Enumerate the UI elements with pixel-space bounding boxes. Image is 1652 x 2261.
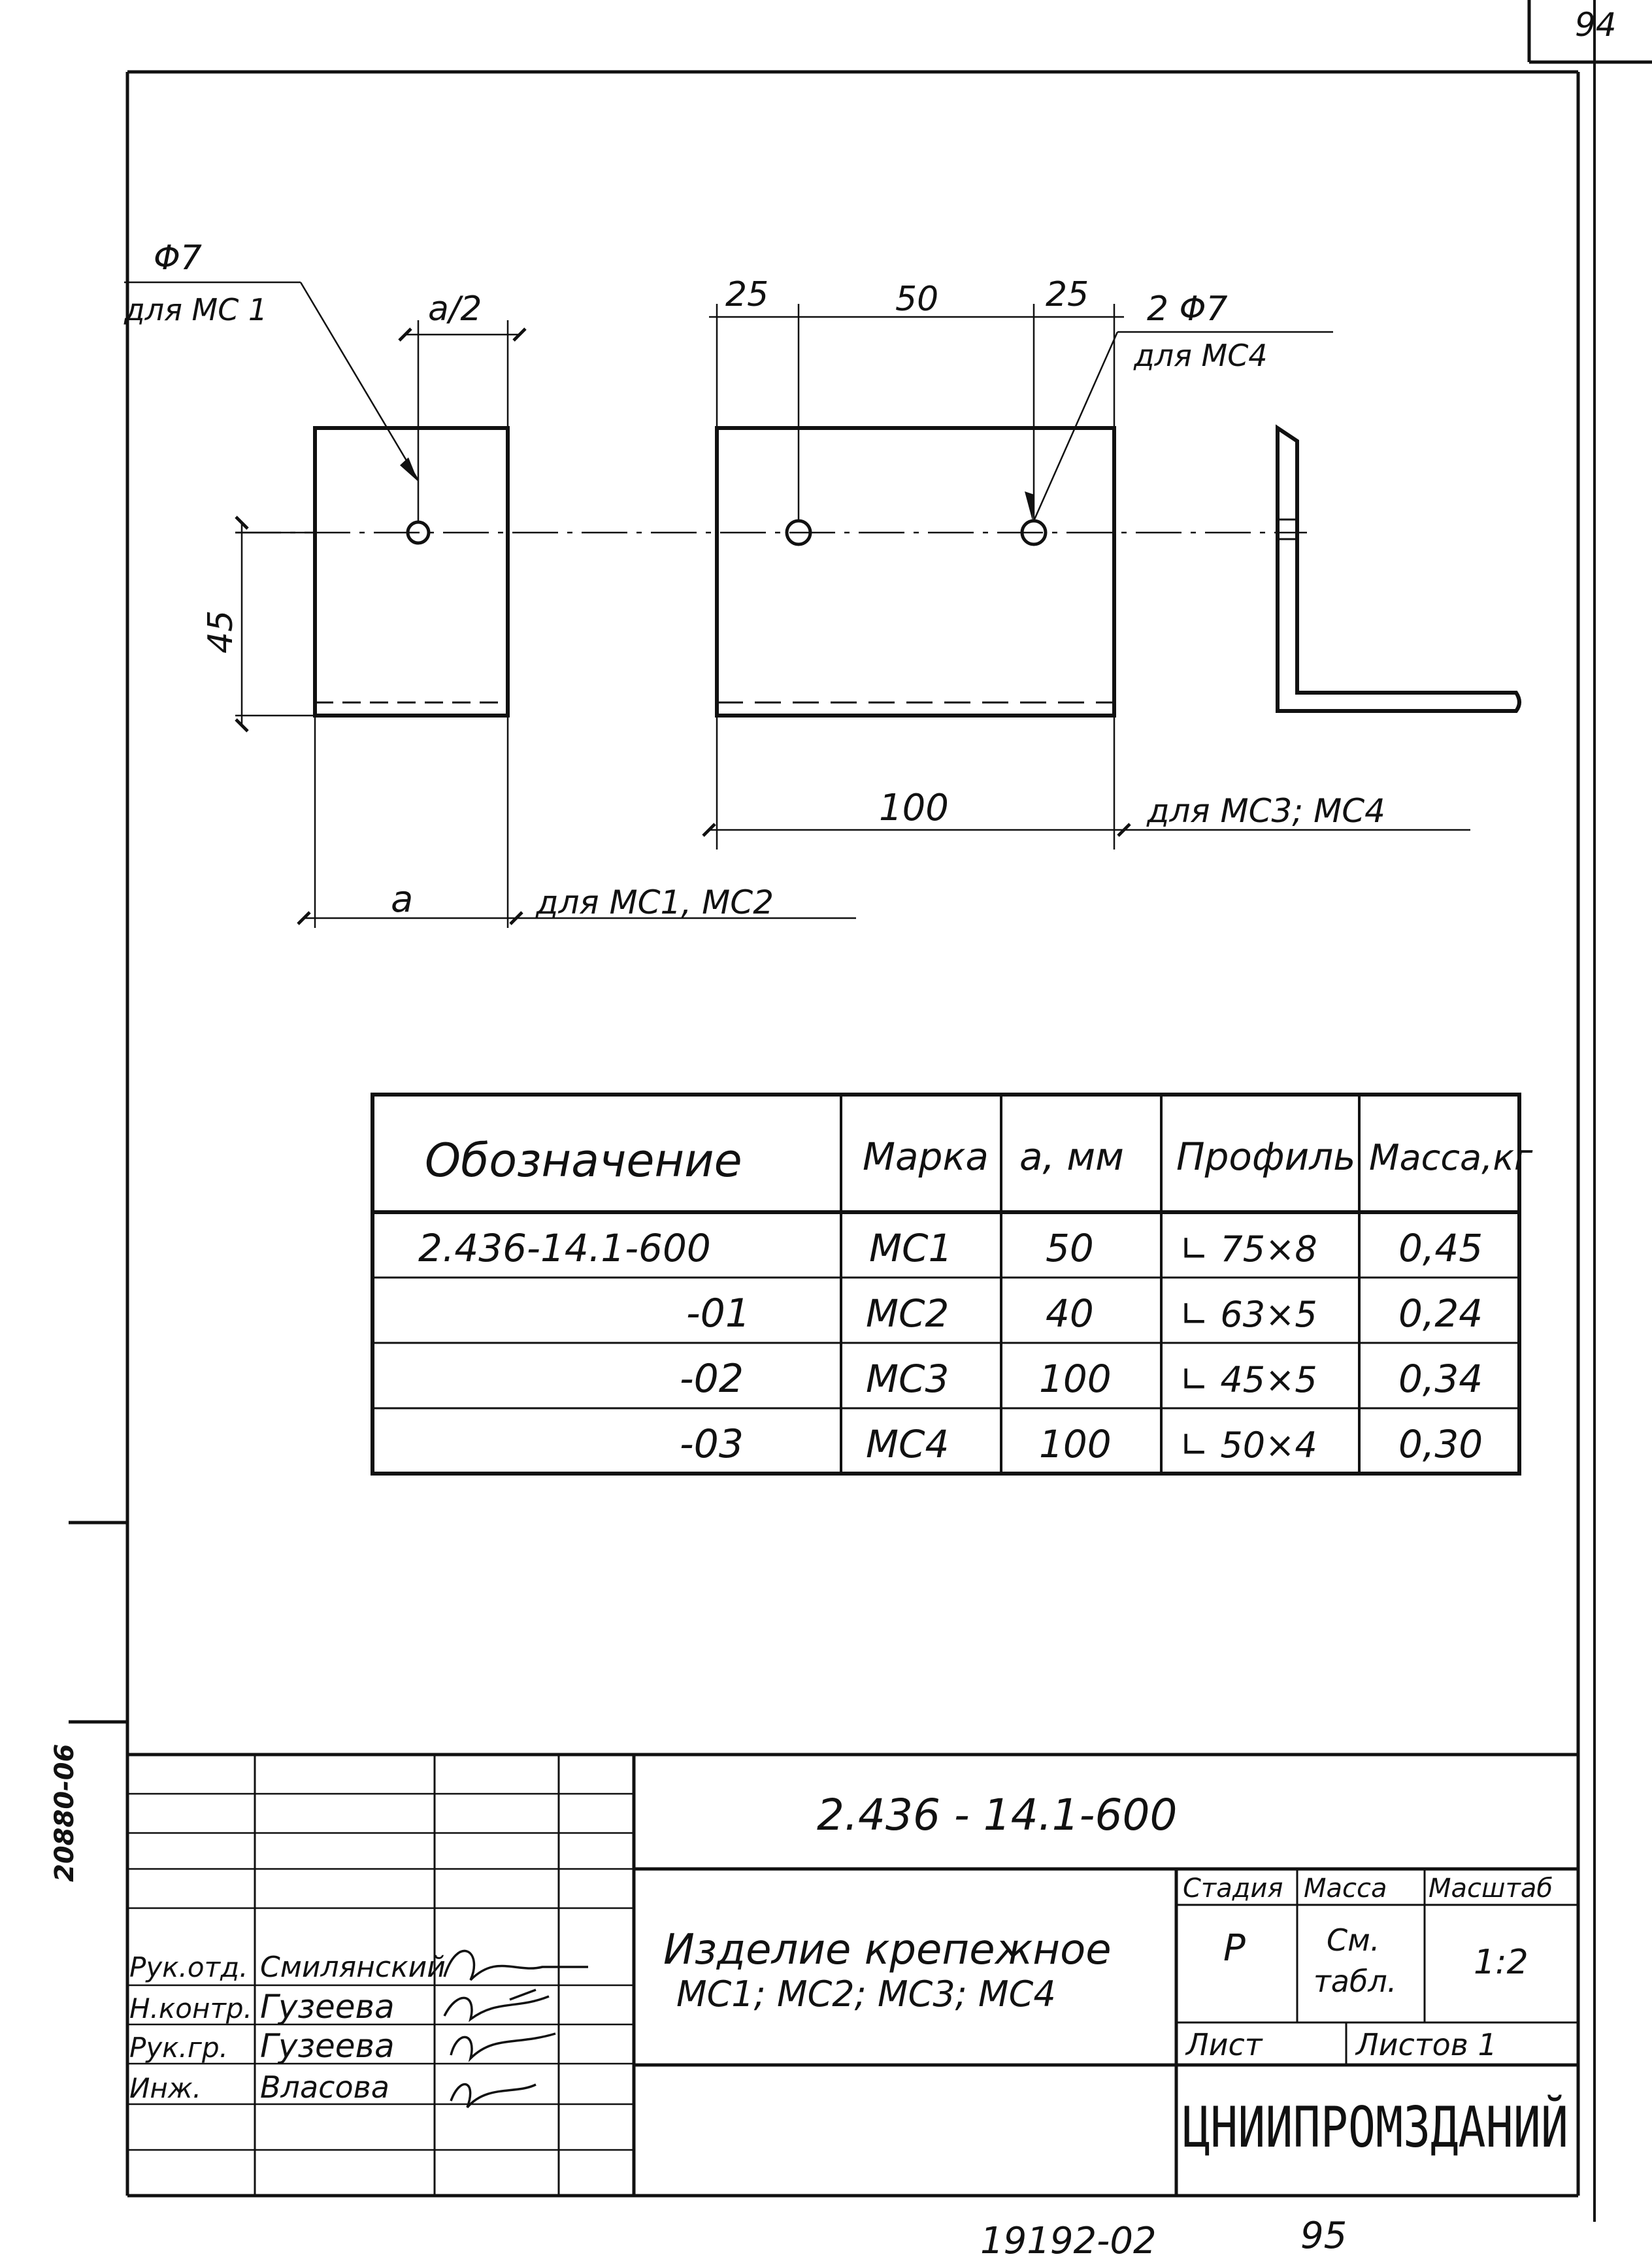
sheet-label: Лист	[1185, 2027, 1263, 2062]
mass-label: Масса	[1304, 1873, 1387, 1904]
staff-name-1: Смилянский	[260, 1951, 446, 1984]
header-mass: Масса,кг	[1369, 1137, 1533, 1178]
row2-designation: -01	[686, 1291, 750, 1336]
right-length-dim: 100	[879, 787, 949, 829]
left-width-dim: a	[391, 878, 413, 921]
row3-mark: МС3	[866, 1357, 949, 1401]
right-dim-mid: 50	[895, 280, 938, 319]
right-holes-note: для МС4	[1133, 338, 1268, 373]
row1-profile: ∟ 75×8	[1180, 1229, 1317, 1270]
left-hole-diameter: Φ7	[154, 239, 202, 278]
right-holes-diameter: 2 Φ7	[1147, 289, 1228, 329]
table-row: 2.436-14.1-600 МС1 50 ∟ 75×8 0,45	[418, 1226, 1483, 1270]
row1-mark: МС1	[869, 1226, 952, 1270]
row2-a: 40	[1046, 1291, 1094, 1336]
title-line2: МС1; МС2; МС3; МС4	[676, 1973, 1056, 2015]
table-row: -02 МС3 100 ∟ 45×5 0,34	[680, 1356, 1483, 1402]
row3-a: 100	[1039, 1357, 1112, 1401]
staff-role-2: Н.контр.	[129, 1992, 252, 2024]
right-dim-left: 25	[725, 275, 768, 314]
staff-list: Рук.отд. Смилянский Н.контр. Гузеева Рук…	[129, 1951, 446, 2105]
table-header: Обозначение Марка a, мм Профиль Масса,кг	[425, 1134, 1533, 1187]
stage-label: Стадия	[1183, 1873, 1283, 1904]
title-block-grid	[127, 1753, 1578, 2196]
staff-name-4: Власова	[260, 2070, 389, 2105]
left-applies-to: для МС1, МС2	[535, 883, 774, 921]
staff-name-3: Гузеева	[260, 2027, 395, 2065]
album-number: 19192-02	[980, 2220, 1157, 2261]
row3-profile: ∟ 45×5	[1180, 1359, 1317, 1400]
header-a: a, мм	[1019, 1134, 1124, 1179]
table-row: -01 МС2 40 ∟ 63×5 0,24	[686, 1291, 1483, 1336]
title-line1: Изделие крепежное	[663, 1926, 1112, 1974]
scale-label: Масштаб	[1429, 1873, 1553, 1904]
row3-designation: -02	[680, 1356, 744, 1402]
row1-mass: 0,45	[1398, 1226, 1483, 1270]
row1-designation: 2.436-14.1-600	[418, 1226, 711, 1270]
header-profile: Профиль	[1176, 1134, 1355, 1179]
scale-value: 1:2	[1474, 1943, 1528, 1982]
sheet-frame	[125, 0, 1596, 2222]
row2-mass: 0,24	[1398, 1291, 1483, 1336]
staff-name-2: Гузеева	[260, 1988, 395, 2026]
row4-mark: МС4	[866, 1422, 949, 1466]
row4-designation: -03	[680, 1421, 744, 1467]
header-designation: Обозначение	[425, 1134, 742, 1187]
sheets-label: Листов 1	[1355, 2027, 1497, 2062]
left-part-view	[124, 281, 856, 928]
mass-value-line1: См.	[1327, 1923, 1379, 1958]
row1-a: 50	[1046, 1226, 1094, 1270]
organization-name: ЦНИИПРОМЗДАНИЙ	[1183, 2094, 1568, 2160]
left-hole-note: для МС 1	[124, 292, 267, 327]
header-mark: Марка	[863, 1134, 989, 1179]
row3-mass: 0,34	[1398, 1357, 1483, 1401]
document-code: 2.436 - 14.1-600	[817, 1790, 1177, 1840]
properties-table	[371, 1093, 1521, 1476]
right-part-view	[702, 304, 1470, 850]
row4-profile: ∟ 50×4	[1180, 1425, 1317, 1466]
left-half-width-dim: a/2	[428, 289, 482, 329]
right-dim-right: 25	[1046, 275, 1089, 314]
staff-role-1: Рук.отд.	[129, 1951, 248, 1983]
row2-mark: МС2	[866, 1291, 949, 1336]
side-stamp: 20880-06	[50, 1744, 80, 1882]
row4-a: 100	[1039, 1422, 1112, 1466]
stage-value: Р	[1223, 1927, 1246, 1970]
staff-role-3: Рук.гр.	[129, 2032, 228, 2064]
staff-role-4: Инж.	[129, 2072, 201, 2104]
page-number: 95	[1300, 2215, 1347, 2257]
table-row: -03 МС4 100 ∟ 50×4 0,30	[680, 1421, 1483, 1467]
signatures	[443, 1949, 588, 2109]
mass-value-line2: табл.	[1313, 1964, 1396, 1999]
row4-mass: 0,30	[1398, 1422, 1483, 1466]
angle-section-view	[1276, 424, 1521, 713]
corner-stamp: 94	[1527, 0, 1652, 64]
row2-profile: ∟ 63×5	[1180, 1294, 1317, 1335]
corner-sheet-number: 94	[1575, 6, 1617, 44]
right-applies-to: для МС3; МС4	[1146, 792, 1385, 830]
left-height-dim: 45	[201, 610, 240, 653]
